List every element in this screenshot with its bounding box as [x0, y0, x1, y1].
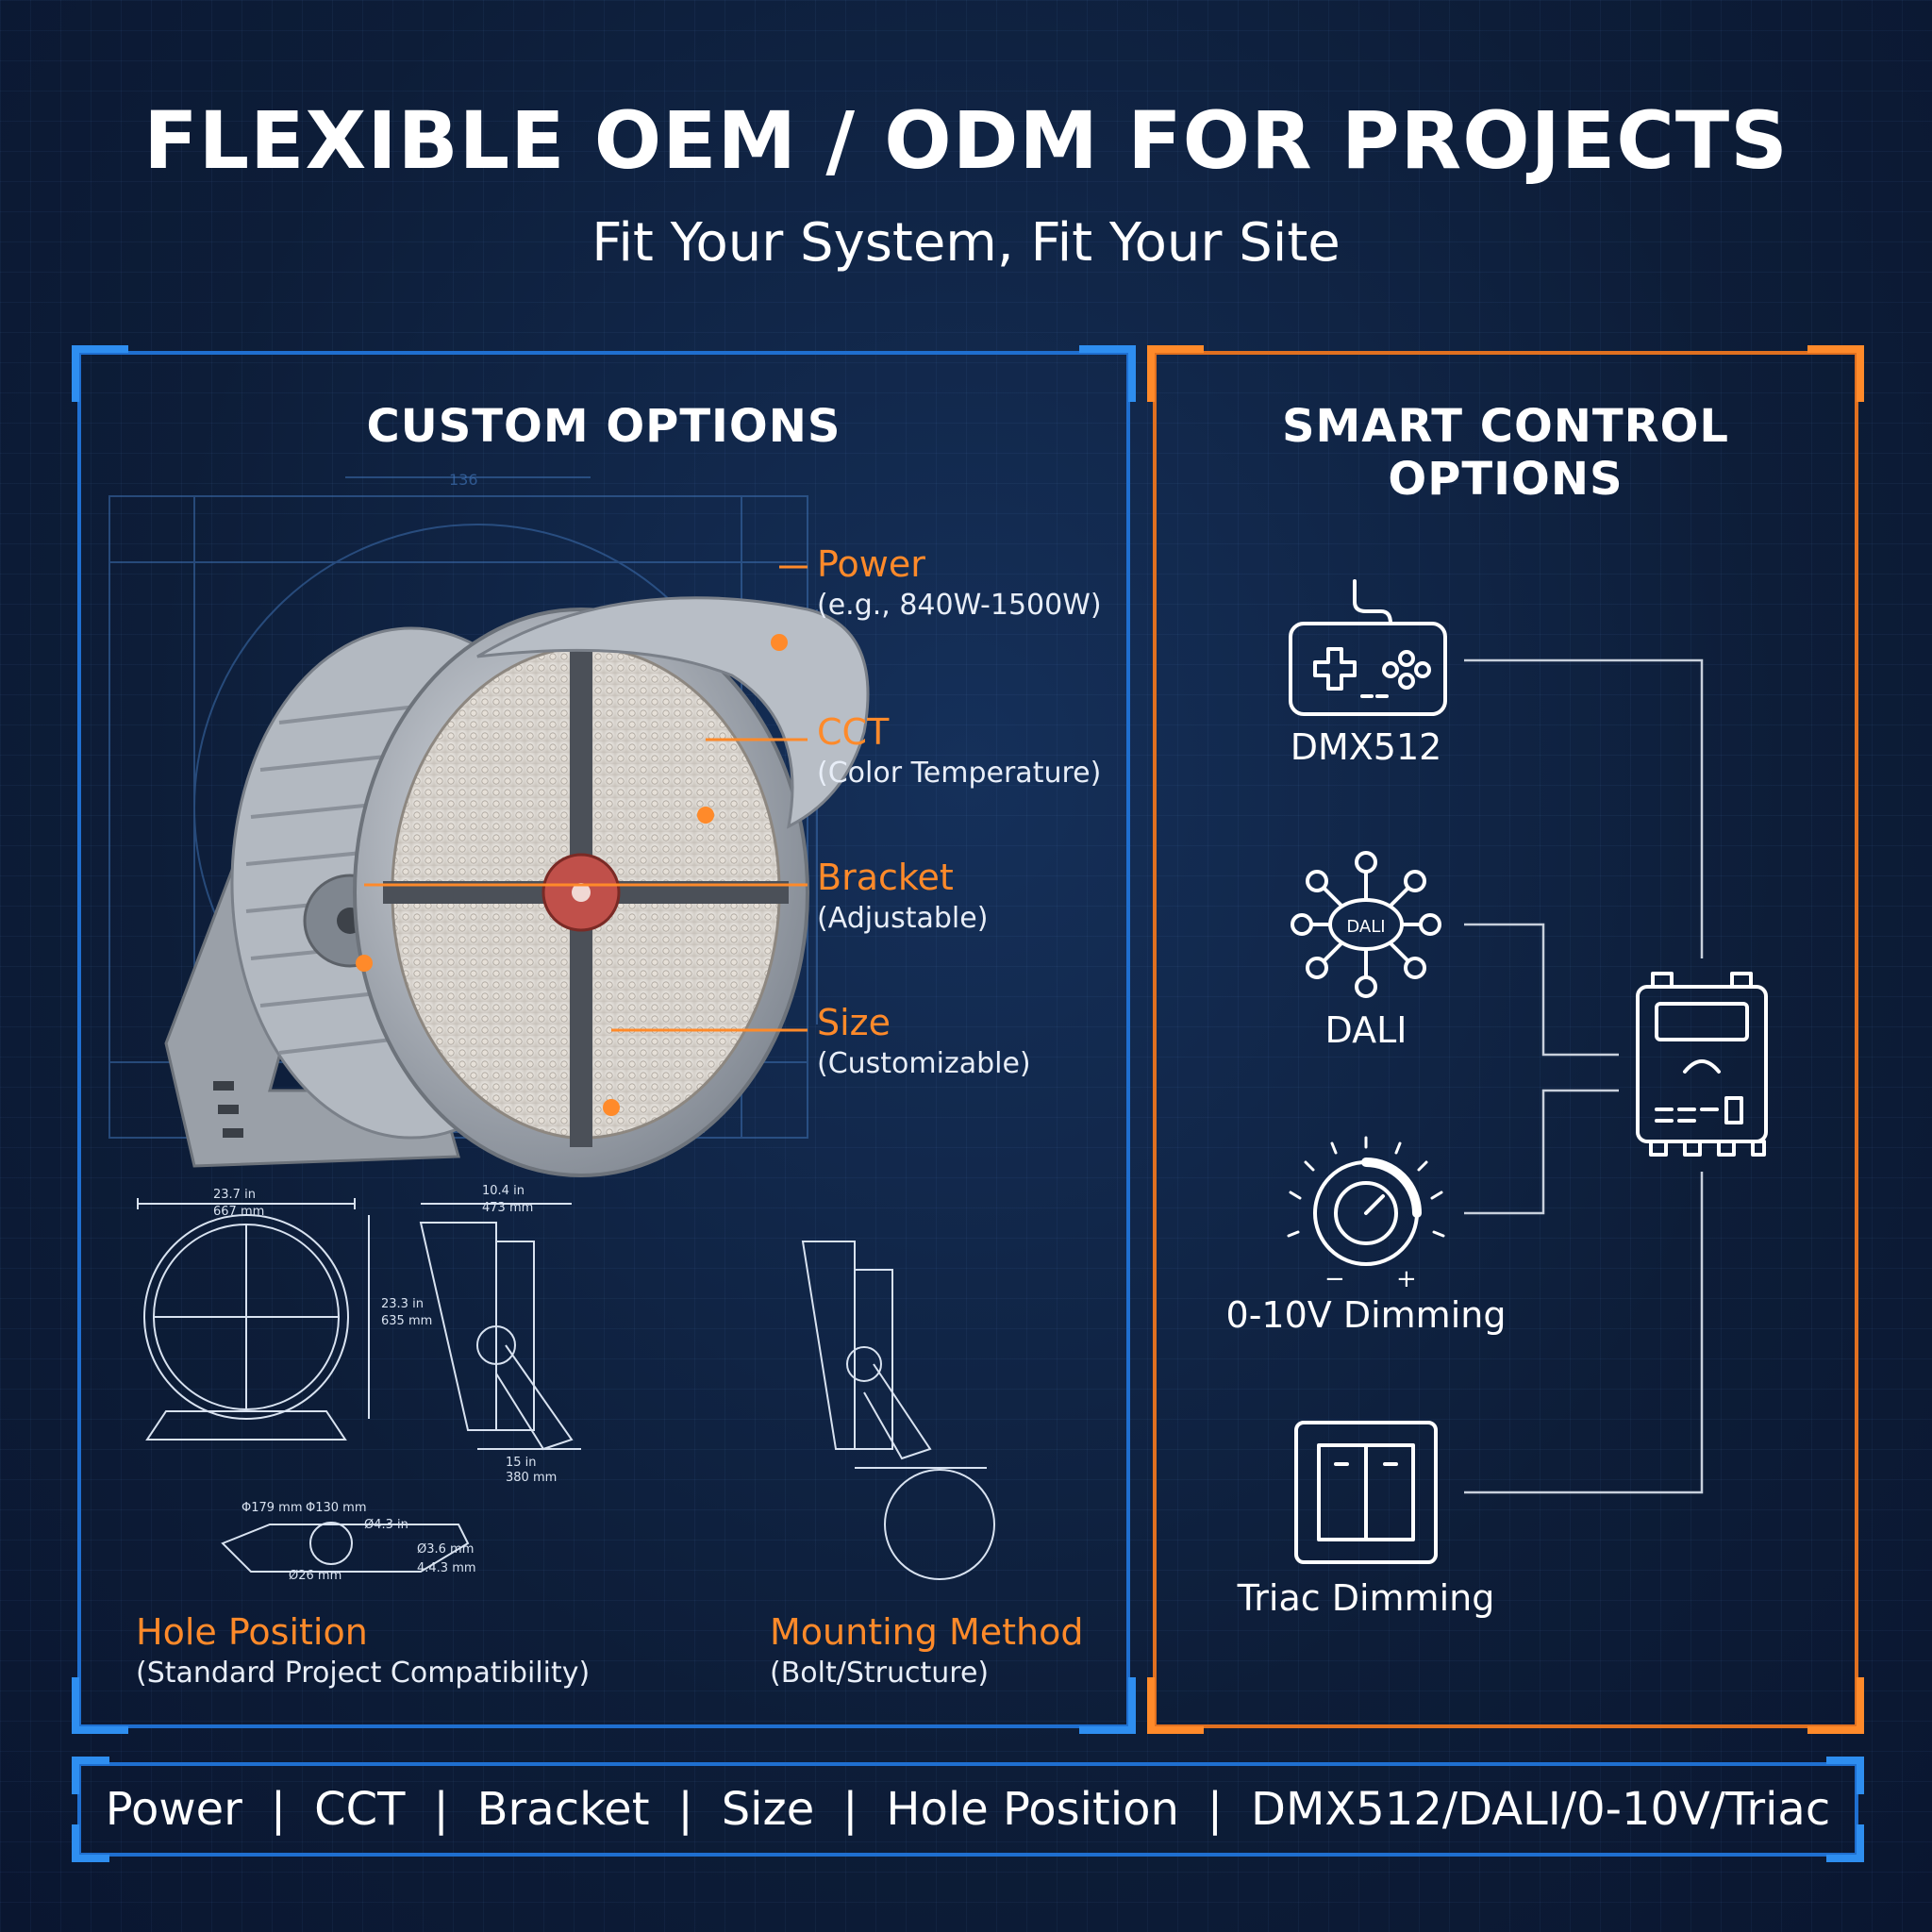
callout-name: Bracket	[817, 857, 954, 898]
dim-front-width-mm: 667 mm	[213, 1205, 264, 1219]
dimmer-dial-icon	[1287, 1136, 1445, 1266]
summary-item: Size	[721, 1783, 815, 1836]
callout-name: Hole Position	[136, 1611, 368, 1653]
summary-separator: |	[1207, 1783, 1224, 1836]
summary-separator: |	[270, 1783, 287, 1836]
dial-minus-text: −	[1324, 1265, 1345, 1293]
bar-corner	[1826, 1757, 1864, 1794]
callout-hole-position: Hole Position (Standard Project Compatib…	[136, 1611, 590, 1690]
dim-hole-c: Ø4.3 in	[364, 1518, 408, 1532]
callout-desc: (Customizable)	[817, 1047, 1031, 1080]
callout-mounting-method: Mounting Method (Bolt/Structure)	[770, 1611, 1083, 1690]
page-subtitle: Fit Your System, Fit Your Site	[591, 212, 1341, 274]
panel-corner	[1807, 1677, 1864, 1734]
control-label-dmx512: DMX512	[1290, 726, 1442, 768]
dali-icon-text: DALI	[1346, 917, 1385, 937]
bar-corner	[72, 1757, 109, 1794]
dim-hole-e: 4.4.3 mm	[417, 1561, 476, 1575]
smart-control-panel: SMART CONTROL OPTIONS	[1147, 345, 1864, 1734]
callout-lines	[364, 565, 808, 1032]
callout-desc: (Standard Project Compatibility)	[136, 1657, 591, 1690]
dim-side-width-mm: 473 mm	[482, 1201, 533, 1215]
summary-item: DMX512/DALI/0-10V/Triac	[1251, 1783, 1831, 1836]
callout-bracket: Bracket (Adjustable)	[817, 857, 988, 935]
summary-item: Hole Position	[886, 1783, 1179, 1836]
dim-front-height-in: 23.3 in	[381, 1297, 424, 1311]
callout-desc: (Adjustable)	[817, 902, 989, 935]
page-title: FLEXIBLE OEM / ODM FOR PROJECTS	[143, 94, 1789, 187]
feature-summary-bar: Power | CCT | Bracket | Size | Hole Posi…	[72, 1757, 1864, 1862]
panel-corner	[1079, 345, 1136, 402]
summary-separator: |	[842, 1783, 858, 1836]
custom-options-panel: CUSTOM OPTIONS 136	[72, 345, 1136, 1734]
dim-side-base-in: 15 in	[506, 1456, 537, 1470]
custom-options-title: CUSTOM OPTIONS	[366, 400, 841, 453]
dial-plus-text: +	[1396, 1265, 1417, 1293]
callout-name: Power	[817, 543, 925, 585]
callout-desc: (Color Temperature)	[817, 757, 1102, 790]
summary-item: CCT	[314, 1783, 406, 1836]
summary-separator: |	[433, 1783, 449, 1836]
callout-power: Power (e.g., 840W-1500W)	[817, 543, 1102, 622]
control-label-0-10v: 0-10V Dimming	[1225, 1294, 1507, 1336]
panel-corner	[1147, 1677, 1204, 1734]
controller-box-icon	[1636, 972, 1768, 1157]
dim-hole-f: Ø26 mm	[289, 1569, 341, 1581]
callout-size: Size (Customizable)	[817, 1002, 1031, 1080]
panel-corner	[72, 1677, 128, 1734]
dim-side-base-mm: 380 mm	[506, 1471, 557, 1485]
dim-front-width-in: 23.7 in	[213, 1188, 256, 1202]
technical-drawings-icon: 23.7 in 667 mm 23.3 in 635 mm 10.4 in 47…	[137, 1184, 995, 1581]
callout-desc: (e.g., 840W-1500W)	[817, 589, 1102, 622]
wall-switch-icon	[1294, 1421, 1438, 1564]
callout-cct: CCT (Color Temperature)	[817, 711, 1101, 790]
summary-item: Power	[105, 1783, 242, 1836]
callout-desc: (Bolt/Structure)	[770, 1657, 990, 1690]
panel-corner	[1147, 345, 1204, 402]
control-label-triac: Triac Dimming	[1237, 1577, 1495, 1619]
panel-corner	[72, 345, 128, 402]
dim-side-width-in: 10.4 in	[482, 1184, 525, 1198]
dim-hole-a: Φ179 mm	[242, 1501, 303, 1515]
bar-corner	[1826, 1824, 1864, 1862]
svg-text:136: 136	[449, 471, 478, 489]
floodlight-product-icon	[164, 596, 870, 1177]
control-diagram: DALI − +	[1287, 579, 1768, 1564]
smart-control-title: SMART CONTROL OPTIONS	[1281, 400, 1730, 506]
dim-hole-b: Φ130 mm	[306, 1501, 367, 1515]
dim-front-height-mm: 635 mm	[381, 1314, 432, 1328]
summary-separator: |	[677, 1783, 693, 1836]
summary-item: Bracket	[476, 1783, 650, 1836]
bar-corner	[72, 1824, 109, 1862]
panel-corner	[1807, 345, 1864, 402]
panel-corner	[1079, 1677, 1136, 1734]
callout-name: Size	[817, 1002, 891, 1043]
gamepad-icon	[1289, 579, 1447, 716]
dim-hole-d: Ø3.6 mm	[417, 1542, 474, 1557]
dali-hub-icon	[1291, 851, 1441, 998]
callout-name: CCT	[817, 711, 890, 753]
callout-name: Mounting Method	[770, 1611, 1084, 1653]
control-label-dali: DALI	[1324, 1009, 1407, 1051]
